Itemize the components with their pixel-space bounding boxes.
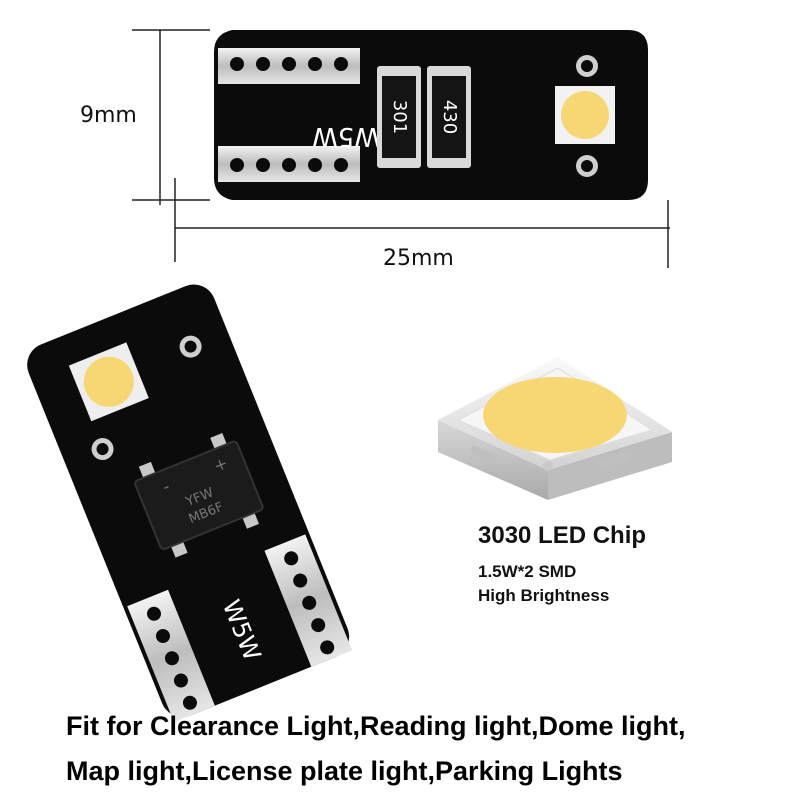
rectifier-plus: + (211, 453, 231, 476)
contact-pad-angled-right (264, 534, 353, 667)
resistor-301-label: 301 (389, 100, 410, 134)
board-marking-top: W5W (312, 121, 380, 151)
pcb-board-top: W5W 301 430 (214, 30, 648, 200)
footer-line-2: Map light,License plate light,Parking Li… (66, 756, 623, 786)
height-label: 9mm (80, 103, 137, 128)
rectifier-mb6f: - + YFW MB6F (134, 433, 264, 558)
contact-pad-lower (218, 146, 360, 182)
footer-line-1: Fit for Clearance Light,Reading light,Do… (66, 711, 686, 741)
width-label: 25mm (383, 246, 454, 271)
led-chip-angled-board (68, 342, 149, 422)
contact-pad-upper (218, 48, 360, 84)
chip-spec-1: 1.5W*2 SMD (478, 562, 576, 581)
resistor-430: 430 (427, 66, 471, 168)
resistor-301: 301 (377, 66, 421, 168)
dimension-width: 25mm (174, 178, 670, 271)
pcb-board-angled: - + YFW MB6F W5W (27, 284, 353, 723)
led-chip-3030 (438, 357, 672, 500)
led-chip-top-board (555, 86, 615, 144)
contact-pad-angled-left (127, 589, 215, 723)
chip-title: 3030 LED Chip (478, 522, 646, 549)
chip-spec-2: High Brightness (478, 586, 609, 605)
dimension-height: 9mm (80, 29, 210, 205)
resistor-430-label: 430 (439, 100, 460, 134)
